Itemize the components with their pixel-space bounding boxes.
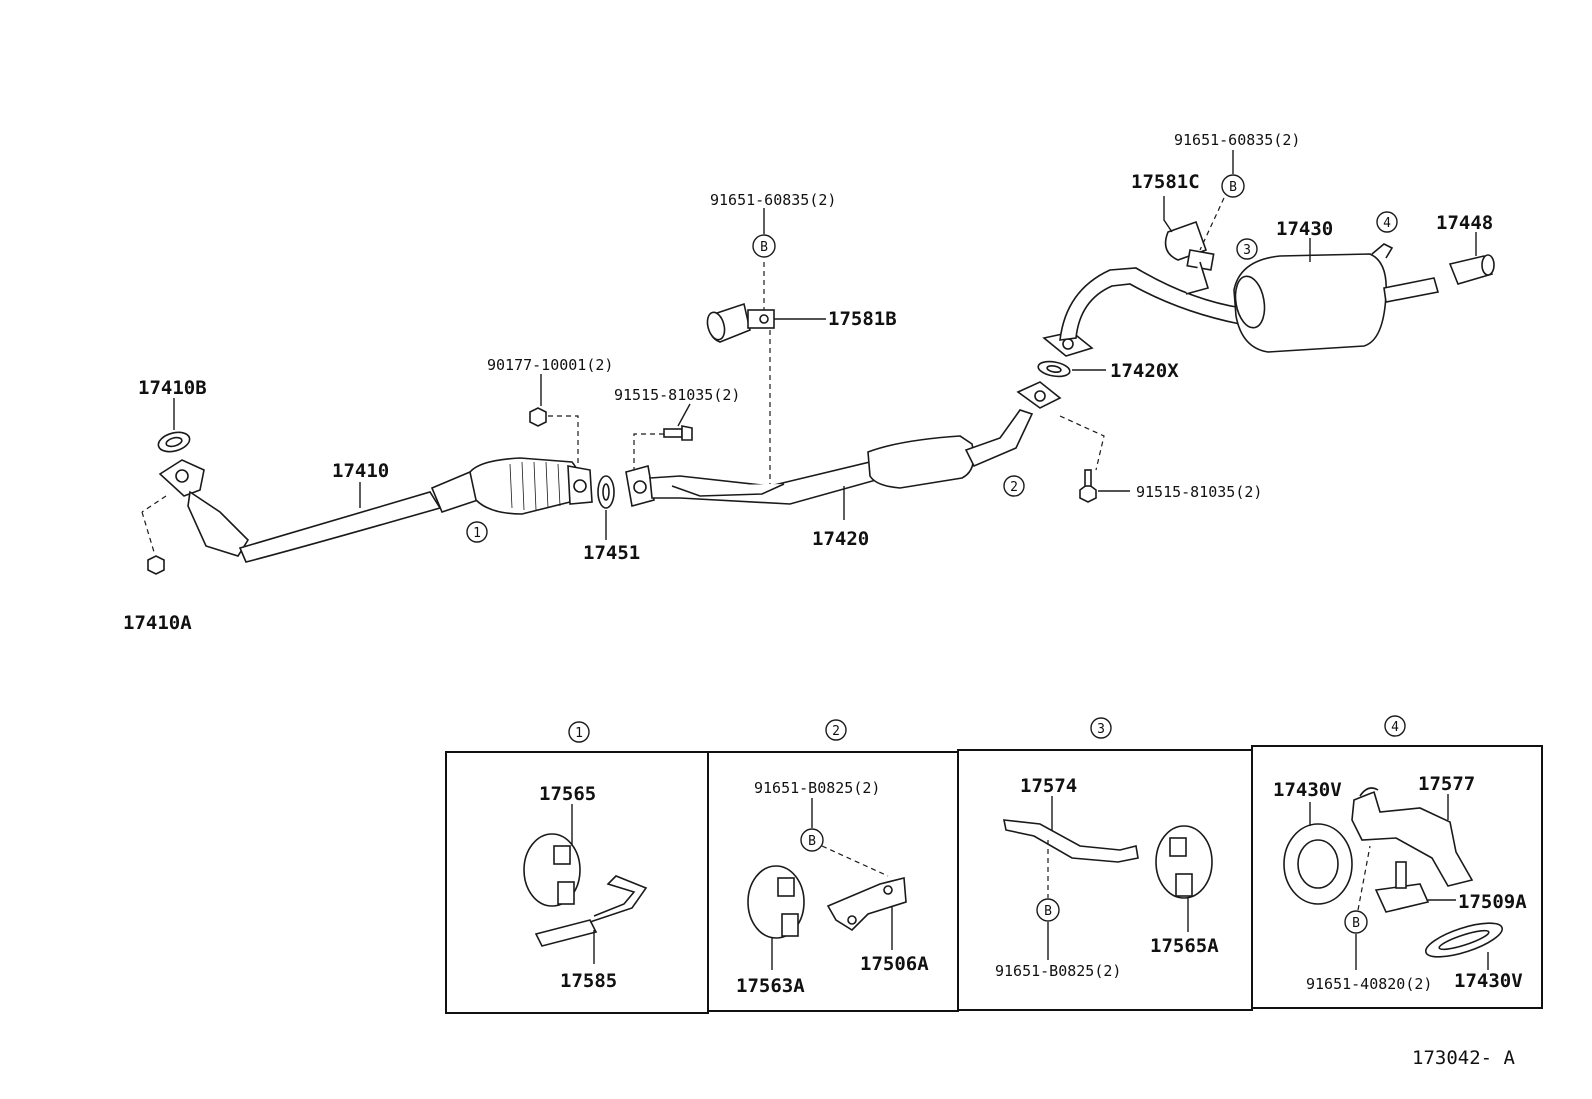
label-17509a: 17509A bbox=[1458, 891, 1527, 913]
callout-3: 3 bbox=[1236, 238, 1258, 260]
svg-text:2: 2 bbox=[1010, 480, 1018, 495]
label-91651-center: 91651-60835(2) bbox=[710, 191, 836, 209]
dash-box2 bbox=[821, 845, 889, 877]
label-17565a: 17565A bbox=[1150, 935, 1219, 957]
svg-text:B: B bbox=[1229, 180, 1237, 195]
callout-4: 4 bbox=[1376, 211, 1398, 233]
callout-b-box3: B bbox=[1036, 898, 1060, 922]
hanger-17581c bbox=[1164, 220, 1215, 295]
detail-number-4: 4 bbox=[1384, 715, 1406, 737]
dash-17410a-b bbox=[141, 511, 155, 553]
bolt-91515-left bbox=[663, 425, 693, 441]
rubber-hanger-17565a bbox=[1155, 825, 1213, 899]
label-17420: 17420 bbox=[812, 528, 869, 550]
figure-code: 173042- A bbox=[1412, 1047, 1516, 1069]
leader-17581c bbox=[1163, 196, 1173, 233]
label-91651-b0825-box2: 91651-B0825(2) bbox=[754, 779, 880, 797]
callout-b-center: B bbox=[752, 234, 776, 258]
svg-text:4: 4 bbox=[1383, 216, 1391, 231]
dash-b-top bbox=[1199, 197, 1225, 251]
gasket-17451 bbox=[597, 475, 615, 509]
label-91651-40820: 91651-40820(2) bbox=[1306, 975, 1432, 993]
detail-number-2: 2 bbox=[825, 719, 847, 741]
bracket-17506a bbox=[826, 876, 907, 932]
nut-17410a bbox=[147, 555, 165, 575]
label-17577: 17577 bbox=[1418, 773, 1475, 795]
dash-17410a-a bbox=[141, 495, 167, 513]
svg-text:1: 1 bbox=[575, 726, 583, 741]
label-90177: 90177-10001(2) bbox=[487, 356, 613, 374]
label-91651-top: 91651-60835(2) bbox=[1174, 131, 1300, 149]
svg-text:3: 3 bbox=[1243, 243, 1251, 258]
label-17565: 17565 bbox=[539, 783, 596, 805]
label-17451: 17451 bbox=[583, 542, 640, 564]
insulator-plate-17430v bbox=[1424, 922, 1504, 958]
label-17430v-b: 17430V bbox=[1454, 970, 1523, 992]
label-17563a: 17563A bbox=[736, 975, 805, 997]
svg-text:B: B bbox=[1352, 916, 1360, 931]
callout-b-box2: B bbox=[800, 828, 824, 852]
svg-text:1: 1 bbox=[473, 526, 481, 541]
tail-pipe-muffler-17430 bbox=[1042, 243, 1440, 357]
dash-90177 bbox=[548, 415, 579, 466]
front-pipe-17410 bbox=[158, 459, 479, 563]
insulator-ring-17430v bbox=[1283, 823, 1353, 905]
gasket-17420x bbox=[1037, 360, 1071, 378]
label-91515-left: 91515-81035(2) bbox=[614, 386, 740, 404]
stopper-17509a bbox=[1374, 861, 1430, 913]
label-17430v-a: 17430V bbox=[1273, 779, 1342, 801]
svg-text:B: B bbox=[1044, 904, 1052, 919]
bolt-91515-right bbox=[1079, 469, 1097, 503]
dash-91515-right bbox=[1059, 415, 1105, 471]
callout-b-top: B bbox=[1221, 174, 1245, 198]
nut-90177 bbox=[529, 407, 547, 427]
rubber-hanger-17565 bbox=[523, 833, 581, 907]
callout-2: 2 bbox=[1003, 475, 1025, 497]
svg-text:B: B bbox=[808, 834, 816, 849]
rubber-hanger-17563a bbox=[747, 865, 805, 939]
svg-text:4: 4 bbox=[1391, 720, 1399, 735]
label-17410: 17410 bbox=[332, 460, 389, 482]
label-17430: 17430 bbox=[1276, 218, 1333, 240]
label-17410b: 17410B bbox=[138, 377, 207, 399]
label-17448: 17448 bbox=[1436, 212, 1493, 234]
dash-91515-left bbox=[633, 433, 664, 470]
callout-b-box4: B bbox=[1344, 910, 1368, 934]
detail-number-3: 3 bbox=[1090, 717, 1112, 739]
label-17410a: 17410A bbox=[123, 612, 192, 634]
detail-number-1: 1 bbox=[568, 721, 590, 743]
label-17420x: 17420X bbox=[1110, 360, 1179, 382]
center-pipe-17420 bbox=[625, 381, 1062, 508]
label-17506a: 17506A bbox=[860, 953, 929, 975]
label-17574: 17574 bbox=[1020, 775, 1077, 797]
label-91515-right: 91515-81035(2) bbox=[1136, 483, 1262, 501]
tail-cover-17448 bbox=[1448, 254, 1495, 285]
label-17585: 17585 bbox=[560, 970, 617, 992]
label-17581b: 17581B bbox=[828, 308, 897, 330]
label-91651-b0825-box3: 91651-B0825(2) bbox=[995, 962, 1121, 980]
catalytic-converter bbox=[469, 457, 593, 515]
leader-91515-left bbox=[677, 403, 691, 427]
callout-1: 1 bbox=[466, 521, 488, 543]
dash-box4 bbox=[1357, 845, 1371, 911]
svg-text:3: 3 bbox=[1097, 722, 1105, 737]
gasket-17410b bbox=[157, 431, 191, 453]
label-17581c: 17581C bbox=[1131, 171, 1200, 193]
detail-box-4 bbox=[1251, 745, 1543, 1009]
hanger-bracket-17585 bbox=[534, 875, 648, 947]
bracket-17577 bbox=[1351, 787, 1474, 887]
svg-text:2: 2 bbox=[832, 724, 840, 739]
hanger-17581b bbox=[706, 302, 775, 343]
bracket-17574 bbox=[1003, 819, 1139, 863]
svg-text:B: B bbox=[760, 240, 768, 255]
